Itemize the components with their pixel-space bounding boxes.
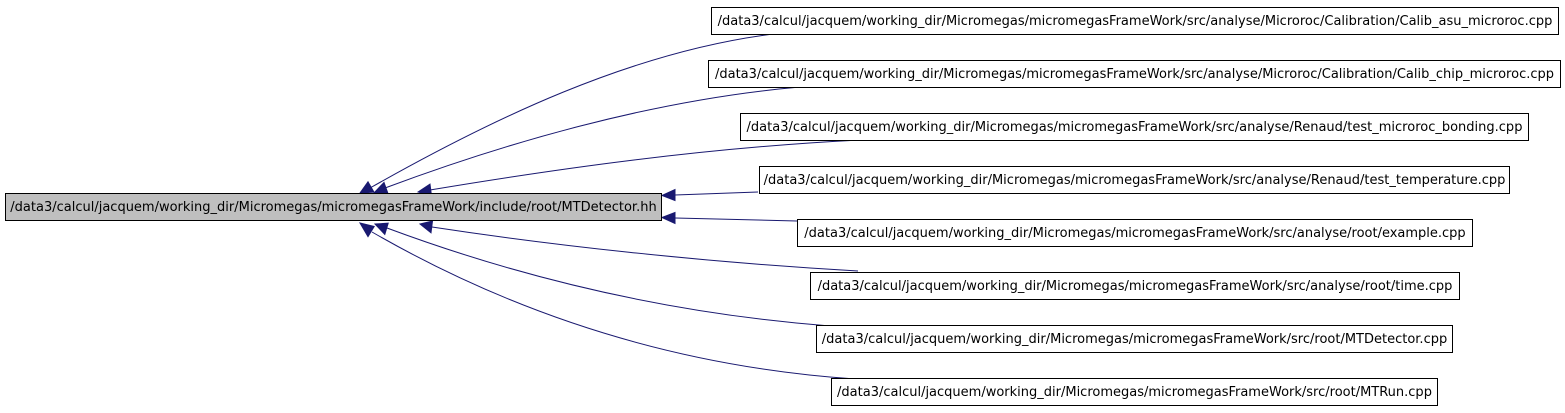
node-box bbox=[810, 272, 1460, 300]
edge-calib-asu-microroc bbox=[358, 33, 774, 194]
edge-mtrun-cpp bbox=[358, 222, 856, 380]
edge-arrowhead bbox=[358, 222, 375, 238]
edge-calib-chip-microroc bbox=[372, 86, 801, 195]
node-box bbox=[816, 325, 1453, 353]
edge-line bbox=[371, 231, 856, 380]
edge-arrowhead bbox=[660, 211, 676, 225]
edge-line bbox=[674, 217, 798, 222]
node-label: /data3/calcul/jacquem/working_dir/Microm… bbox=[764, 173, 1506, 188]
node-label: /data3/calcul/jacquem/working_dir/Microm… bbox=[822, 332, 1447, 347]
edge-example bbox=[660, 211, 798, 225]
node-label: /data3/calcul/jacquem/working_dir/Microm… bbox=[837, 385, 1432, 400]
edge-arrowhead bbox=[418, 220, 434, 234]
edge-line bbox=[384, 86, 801, 189]
node-box bbox=[831, 378, 1438, 406]
node-time[interactable]: /data3/calcul/jacquem/working_dir/Microm… bbox=[810, 272, 1460, 300]
node-calib-asu-microroc[interactable]: /data3/calcul/jacquem/working_dir/Microm… bbox=[711, 7, 1559, 35]
node-label: /data3/calcul/jacquem/working_dir/Microm… bbox=[804, 226, 1465, 241]
edge-line bbox=[369, 33, 774, 189]
edge-test-temperature bbox=[660, 188, 759, 202]
edge-arrowhead bbox=[373, 222, 389, 236]
node-box bbox=[740, 113, 1529, 141]
edges bbox=[358, 33, 861, 380]
edge-time bbox=[418, 220, 859, 272]
node-box bbox=[759, 166, 1510, 194]
node-center-mtdetector-hh[interactable]: /data3/calcul/jacquem/working_dir/Microm… bbox=[5, 193, 662, 221]
node-test-microroc-bonding[interactable]: /data3/calcul/jacquem/working_dir/Microm… bbox=[740, 113, 1529, 141]
node-box bbox=[711, 7, 1559, 35]
edge-mtdetector-cpp bbox=[373, 222, 831, 327]
edge-test-microroc-bonding bbox=[416, 139, 861, 197]
node-calib-chip-microroc[interactable]: /data3/calcul/jacquem/working_dir/Microm… bbox=[708, 60, 1561, 88]
node-box bbox=[708, 60, 1561, 88]
node-box bbox=[5, 193, 662, 221]
edge-line bbox=[386, 227, 831, 327]
node-mtdetector-cpp[interactable]: /data3/calcul/jacquem/working_dir/Microm… bbox=[816, 325, 1453, 353]
edge-arrowhead bbox=[358, 180, 375, 194]
node-mtrun-cpp[interactable]: /data3/calcul/jacquem/working_dir/Microm… bbox=[831, 378, 1438, 406]
edge-line bbox=[429, 139, 861, 191]
edge-line bbox=[674, 191, 759, 196]
node-label: /data3/calcul/jacquem/working_dir/Microm… bbox=[10, 200, 656, 215]
node-label: /data3/calcul/jacquem/working_dir/Microm… bbox=[818, 279, 1453, 294]
node-label: /data3/calcul/jacquem/working_dir/Microm… bbox=[715, 67, 1554, 82]
edge-line bbox=[431, 226, 859, 272]
node-label: /data3/calcul/jacquem/working_dir/Microm… bbox=[718, 14, 1553, 29]
node-box bbox=[797, 219, 1473, 247]
edge-arrowhead bbox=[660, 188, 676, 202]
node-label: /data3/calcul/jacquem/working_dir/Microm… bbox=[747, 120, 1523, 135]
node-test-temperature[interactable]: /data3/calcul/jacquem/working_dir/Microm… bbox=[759, 166, 1510, 194]
node-example[interactable]: /data3/calcul/jacquem/working_dir/Microm… bbox=[797, 219, 1473, 247]
